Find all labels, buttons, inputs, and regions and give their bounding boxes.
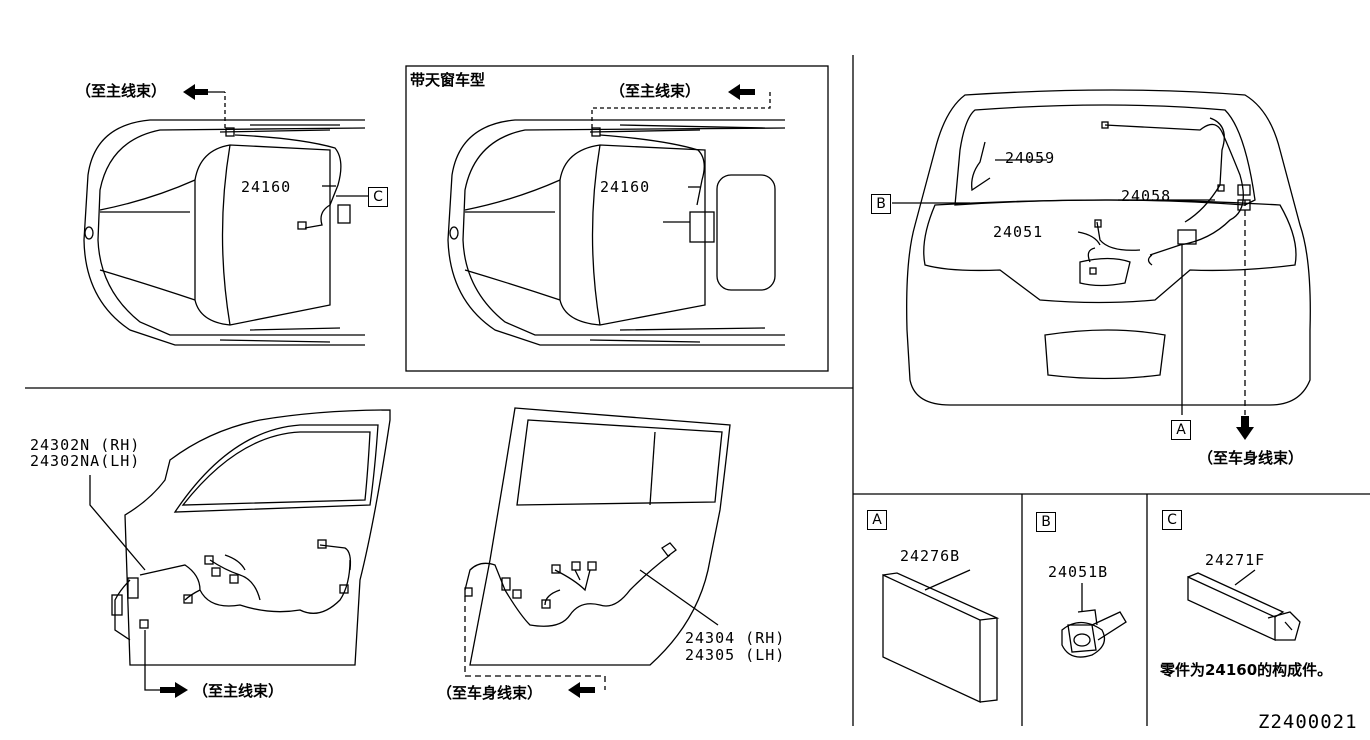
leader-24051	[1077, 231, 1101, 246]
callout-a-detail: A	[867, 510, 887, 530]
label-sunroof-model: 带天窗车型	[410, 71, 486, 89]
harness-hatch	[971, 117, 1251, 275]
part-number-24305: 24305 (LH)	[685, 646, 786, 664]
callout-c-top: C	[368, 187, 388, 207]
part-24051b-clip	[1061, 609, 1127, 658]
note-component-of-24160: 零件为24160的构成件。	[1160, 661, 1333, 679]
arrow-left-1	[183, 84, 208, 100]
callout-c-detail: C	[1162, 510, 1182, 530]
part-number-24051: 24051	[993, 223, 1044, 241]
part-number-24302na: 24302NA(LH)	[30, 452, 141, 470]
label-to-body-harness-door: （至车身线束）	[437, 684, 543, 702]
part-24271f-pad	[1187, 569, 1301, 642]
leader-24304	[639, 569, 719, 626]
part-number-24302n: 24302N (RH)	[30, 436, 141, 454]
sunroof-frame	[405, 65, 829, 372]
arrow-left-2	[728, 84, 755, 100]
rear-hatch	[906, 89, 1311, 406]
label-to-main-harness-sunroof: （至主线束）	[610, 82, 701, 100]
part-number-24051b: 24051B	[1048, 563, 1109, 581]
label-to-main-harness-door: （至主线束）	[193, 682, 284, 700]
part-number-24058: 24058	[1121, 187, 1172, 205]
front-door	[124, 409, 391, 666]
arrow-left-3	[568, 682, 595, 698]
car-roof-sunroof	[447, 119, 786, 346]
callout-a-hatch: A	[1171, 420, 1191, 440]
arrow-down	[1236, 427, 1254, 440]
leader-rear-door-body	[464, 596, 606, 690]
rear-door	[469, 407, 731, 666]
part-number-24271f: 24271F	[1205, 551, 1266, 569]
part-number-24276b: 24276B	[900, 547, 961, 565]
leader-front-door-main	[144, 630, 160, 691]
callout-b-detail: B	[1036, 512, 1056, 532]
diagram-code: Z2400021	[1258, 711, 1358, 733]
door-harness-front	[89, 475, 352, 641]
arrow-right-1	[160, 682, 188, 698]
part-number-24059: 24059	[1005, 149, 1056, 167]
part-number-24304: 24304 (RH)	[685, 629, 786, 647]
leader-sunroof-main	[591, 92, 771, 128]
harness-24160-standard	[225, 127, 368, 230]
label-to-body-harness-hatch: （至车身线束）	[1198, 449, 1304, 467]
car-roof-standard	[83, 119, 366, 346]
door-harness-rear	[464, 542, 677, 627]
harness-24160-sunroof	[591, 127, 715, 243]
part-number-24160-standard: 24160	[241, 178, 292, 196]
part-number-24160-sunroof: 24160	[600, 178, 651, 196]
part-24276b-pad	[882, 569, 1000, 704]
label-to-main-harness-top: （至主线束）	[76, 82, 167, 100]
callout-b-hatch: B	[871, 194, 891, 214]
